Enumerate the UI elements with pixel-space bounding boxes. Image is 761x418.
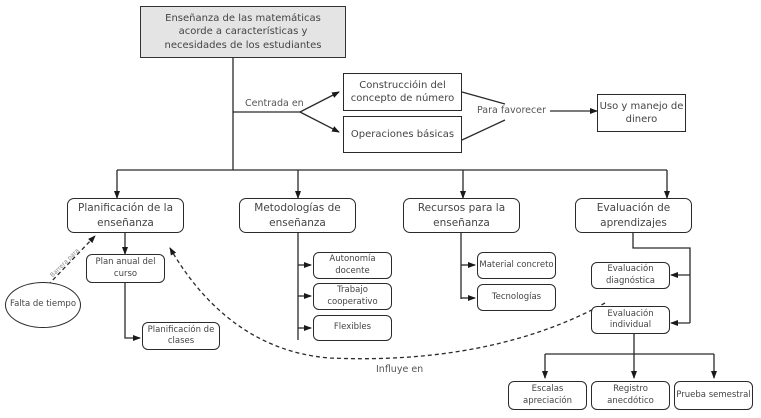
barrera-dashed-line	[47, 235, 96, 286]
planificacion-clases-node[interactable]: Planificación de clases	[142, 322, 220, 350]
falta-tiempo-node[interactable]: Falta de tiempo	[5, 282, 81, 328]
uso-dinero-label: Uso y manejo de dinero	[599, 100, 684, 126]
operaciones-node[interactable]: Operaciones básicas	[343, 116, 462, 153]
tecnologias-node[interactable]: Tecnologías	[477, 284, 556, 311]
escalas-node[interactable]: Escalas apreciación	[508, 381, 587, 410]
arrow-to-construccion	[299, 91, 340, 113]
evaluacion-spine	[632, 233, 691, 323]
prueba-node[interactable]: Prueba semestral	[674, 381, 753, 410]
evaluacion-label: Evaluación de aprendizajes	[596, 202, 671, 229]
evaluacion-node[interactable]: Evaluación de aprendizajes	[575, 198, 692, 233]
flexibles-node[interactable]: Flexibles	[313, 315, 392, 341]
falta-tiempo-label: Falta de tiempo	[9, 299, 77, 310]
line-operaciones-favorecer	[461, 119, 506, 141]
escalas-label: Escalas apreciación	[522, 384, 572, 406]
tecnologias-label: Tecnologías	[491, 291, 542, 302]
arrow-to-planificacion-clases	[124, 283, 141, 341]
trabajo-label: Trabajo cooperativo	[327, 285, 378, 307]
registro-node[interactable]: Registro anecdótico	[591, 381, 670, 410]
recursos-node[interactable]: Recursos para la enseñanza	[403, 198, 520, 233]
plan-anual-node[interactable]: Plan anual del curso	[86, 254, 165, 283]
prueba-label: Prueba semestral	[676, 389, 751, 400]
individual-label: Evaluación individual	[607, 308, 654, 330]
autonomia-label: Autonomía docente	[329, 254, 376, 276]
registro-label: Registro anecdótico	[607, 384, 654, 406]
planificacion-label: Planificación de la enseñanza	[78, 202, 173, 229]
influye-en-label: Influye en	[376, 364, 424, 375]
metodologias-node[interactable]: Metodologías de enseñanza	[239, 198, 356, 233]
diagnostica-node[interactable]: Evaluación diagnóstica	[591, 262, 670, 289]
planificacion-clases-label: Planificación de clases	[147, 324, 215, 346]
root-node[interactable]: Enseñanza de las matemáticas acorde a ca…	[140, 6, 346, 58]
material-label: Material concreto	[479, 259, 554, 270]
recursos-label: Recursos para la enseñanza	[417, 202, 506, 229]
plan-anual-label: Plan anual del curso	[95, 257, 156, 279]
autonomia-node[interactable]: Autonomía docente	[313, 252, 392, 279]
individual-node[interactable]: Evaluación individual	[591, 306, 670, 334]
uso-dinero-node[interactable]: Uso y manejo de dinero	[597, 94, 686, 132]
planificacion-node[interactable]: Planificación de la enseñanza	[67, 198, 184, 233]
arrow-to-operaciones	[299, 111, 340, 133]
line-construccion-favorecer	[461, 91, 506, 105]
centrada-en-label: Centrada en	[245, 98, 304, 109]
flexibles-label: Flexibles	[333, 322, 372, 333]
construccion-node[interactable]: Construccióin del concepto de número	[343, 73, 462, 111]
metodologias-label: Metodologías de enseñanza	[254, 202, 341, 229]
para-favorecer-label: Para favorecer	[477, 105, 546, 116]
diagnostica-label: Evaluación diagnóstica	[606, 264, 655, 286]
individual-bus	[545, 334, 714, 355]
operaciones-label: Operaciones básicas	[350, 128, 455, 140]
construccion-label: Construccióin del concepto de número	[350, 79, 455, 105]
trabajo-node[interactable]: Trabajo cooperativo	[313, 283, 392, 310]
influye-dashed-curve	[169, 247, 606, 360]
material-node[interactable]: Material concreto	[477, 252, 556, 279]
root-label: Enseñanza de las matemáticas acorde a ca…	[164, 12, 322, 51]
